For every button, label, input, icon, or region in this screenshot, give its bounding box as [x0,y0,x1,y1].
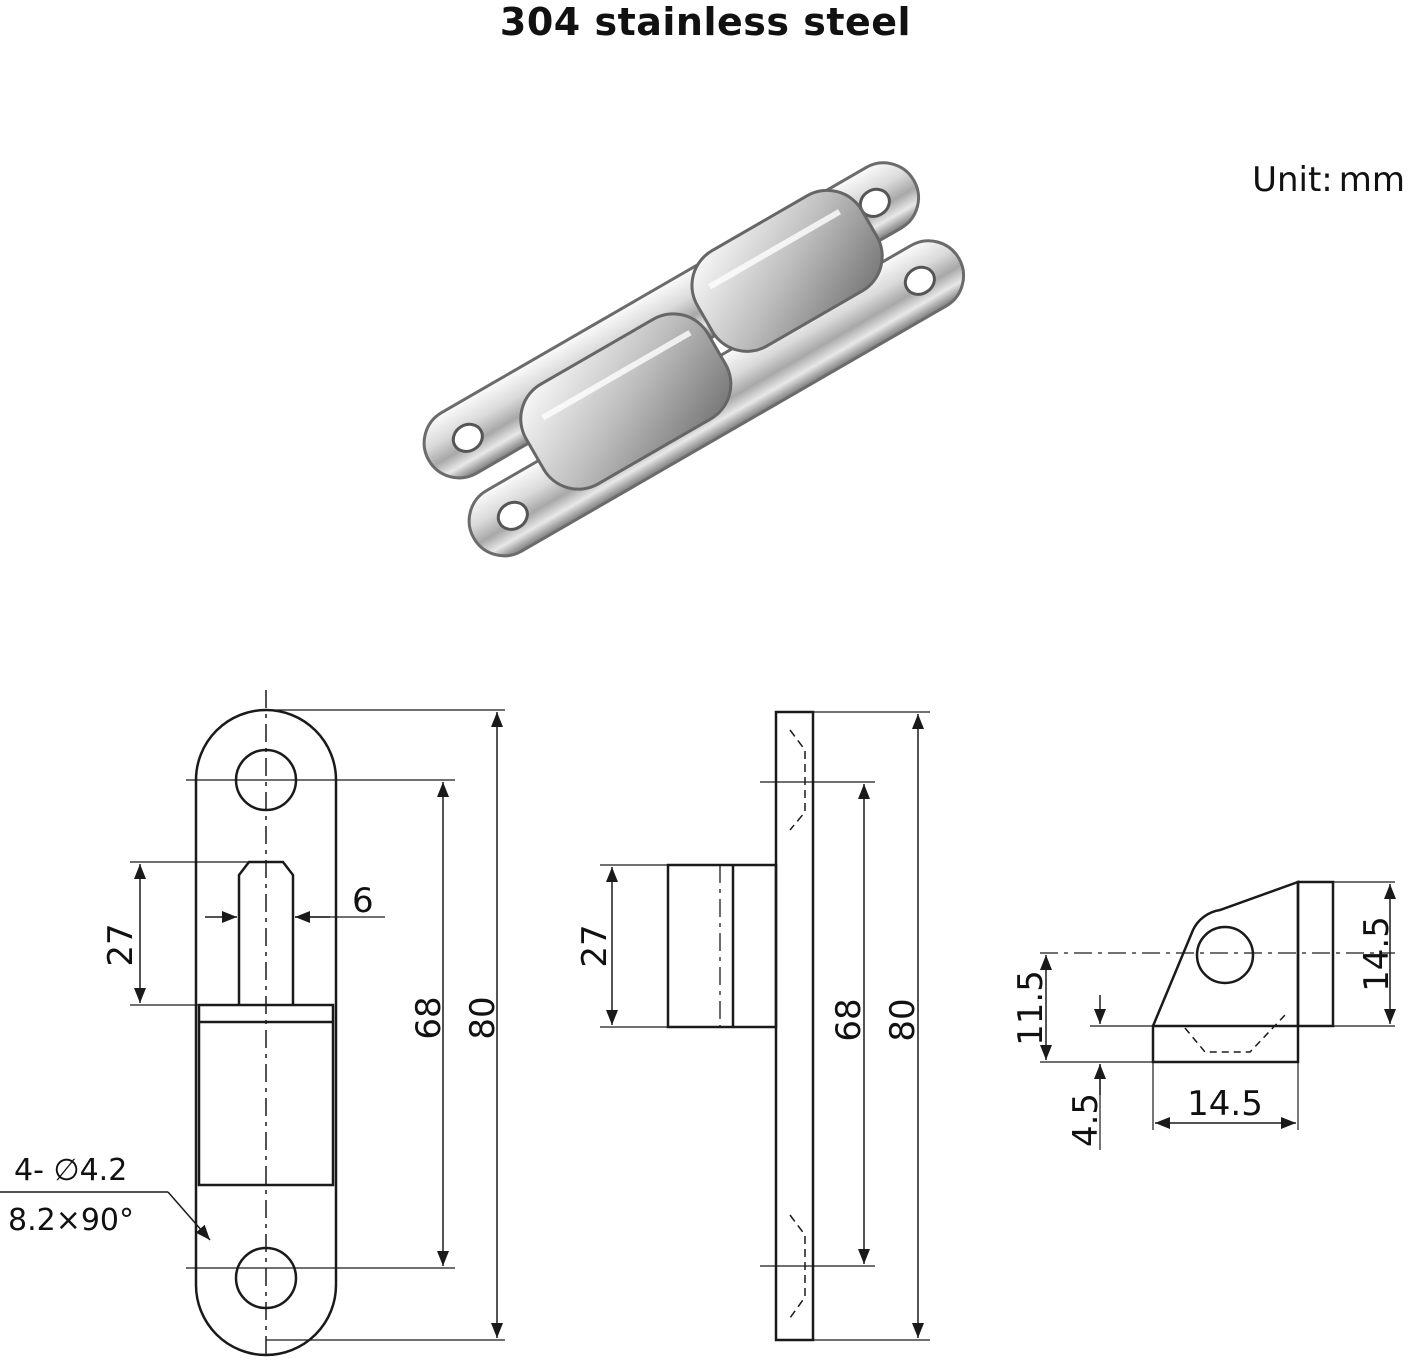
end-view-lug [1151,880,1300,1027]
front-dim-pin-length: 27 [101,923,141,966]
side-view-knuckle [666,863,778,1029]
front-view [0,690,505,1357]
front-dim-pin-width: 6 [352,881,374,921]
unit-label: Unit:mm [1246,160,1405,200]
hinge-hole-icon [496,500,529,531]
hinge-hole-icon [903,265,936,296]
end-dim-hole-height: 11.5 [1011,970,1051,1046]
end-view [1040,880,1396,1150]
unit-value: mm [1338,160,1405,200]
hole-note-line1: 4- ∅4.2 [14,1153,127,1188]
side-dim-hole-spacing: 68 [829,998,869,1041]
end-view-base [1151,1024,1300,1064]
side-view-plate [774,710,815,1342]
unit-caption: Unit: [1252,160,1333,200]
end-dim-height: 14.5 [1357,916,1397,992]
hinge-hole-icon [451,422,484,453]
side-dim-pin-length: 27 [575,924,615,967]
end-view-hole-icon [1195,925,1255,985]
hinge-knuckle [690,188,884,353]
hinge-knuckle [519,312,733,491]
front-dim-hole-spacing: 68 [409,996,449,1039]
hinge-photo [422,161,966,558]
front-view-outline [194,708,338,1357]
end-dim-width: 14.5 [1187,1084,1263,1124]
hole-note-line2: 8.2×90° [8,1203,134,1238]
page-title: 304 stainless steel [499,0,912,44]
side-dim-total-length: 80 [883,998,923,1041]
front-dim-total-length: 80 [463,996,503,1039]
end-dim-base-thickness: 4.5 [1066,1093,1106,1147]
end-view-block [1296,880,1335,1028]
side-view [600,710,930,1342]
